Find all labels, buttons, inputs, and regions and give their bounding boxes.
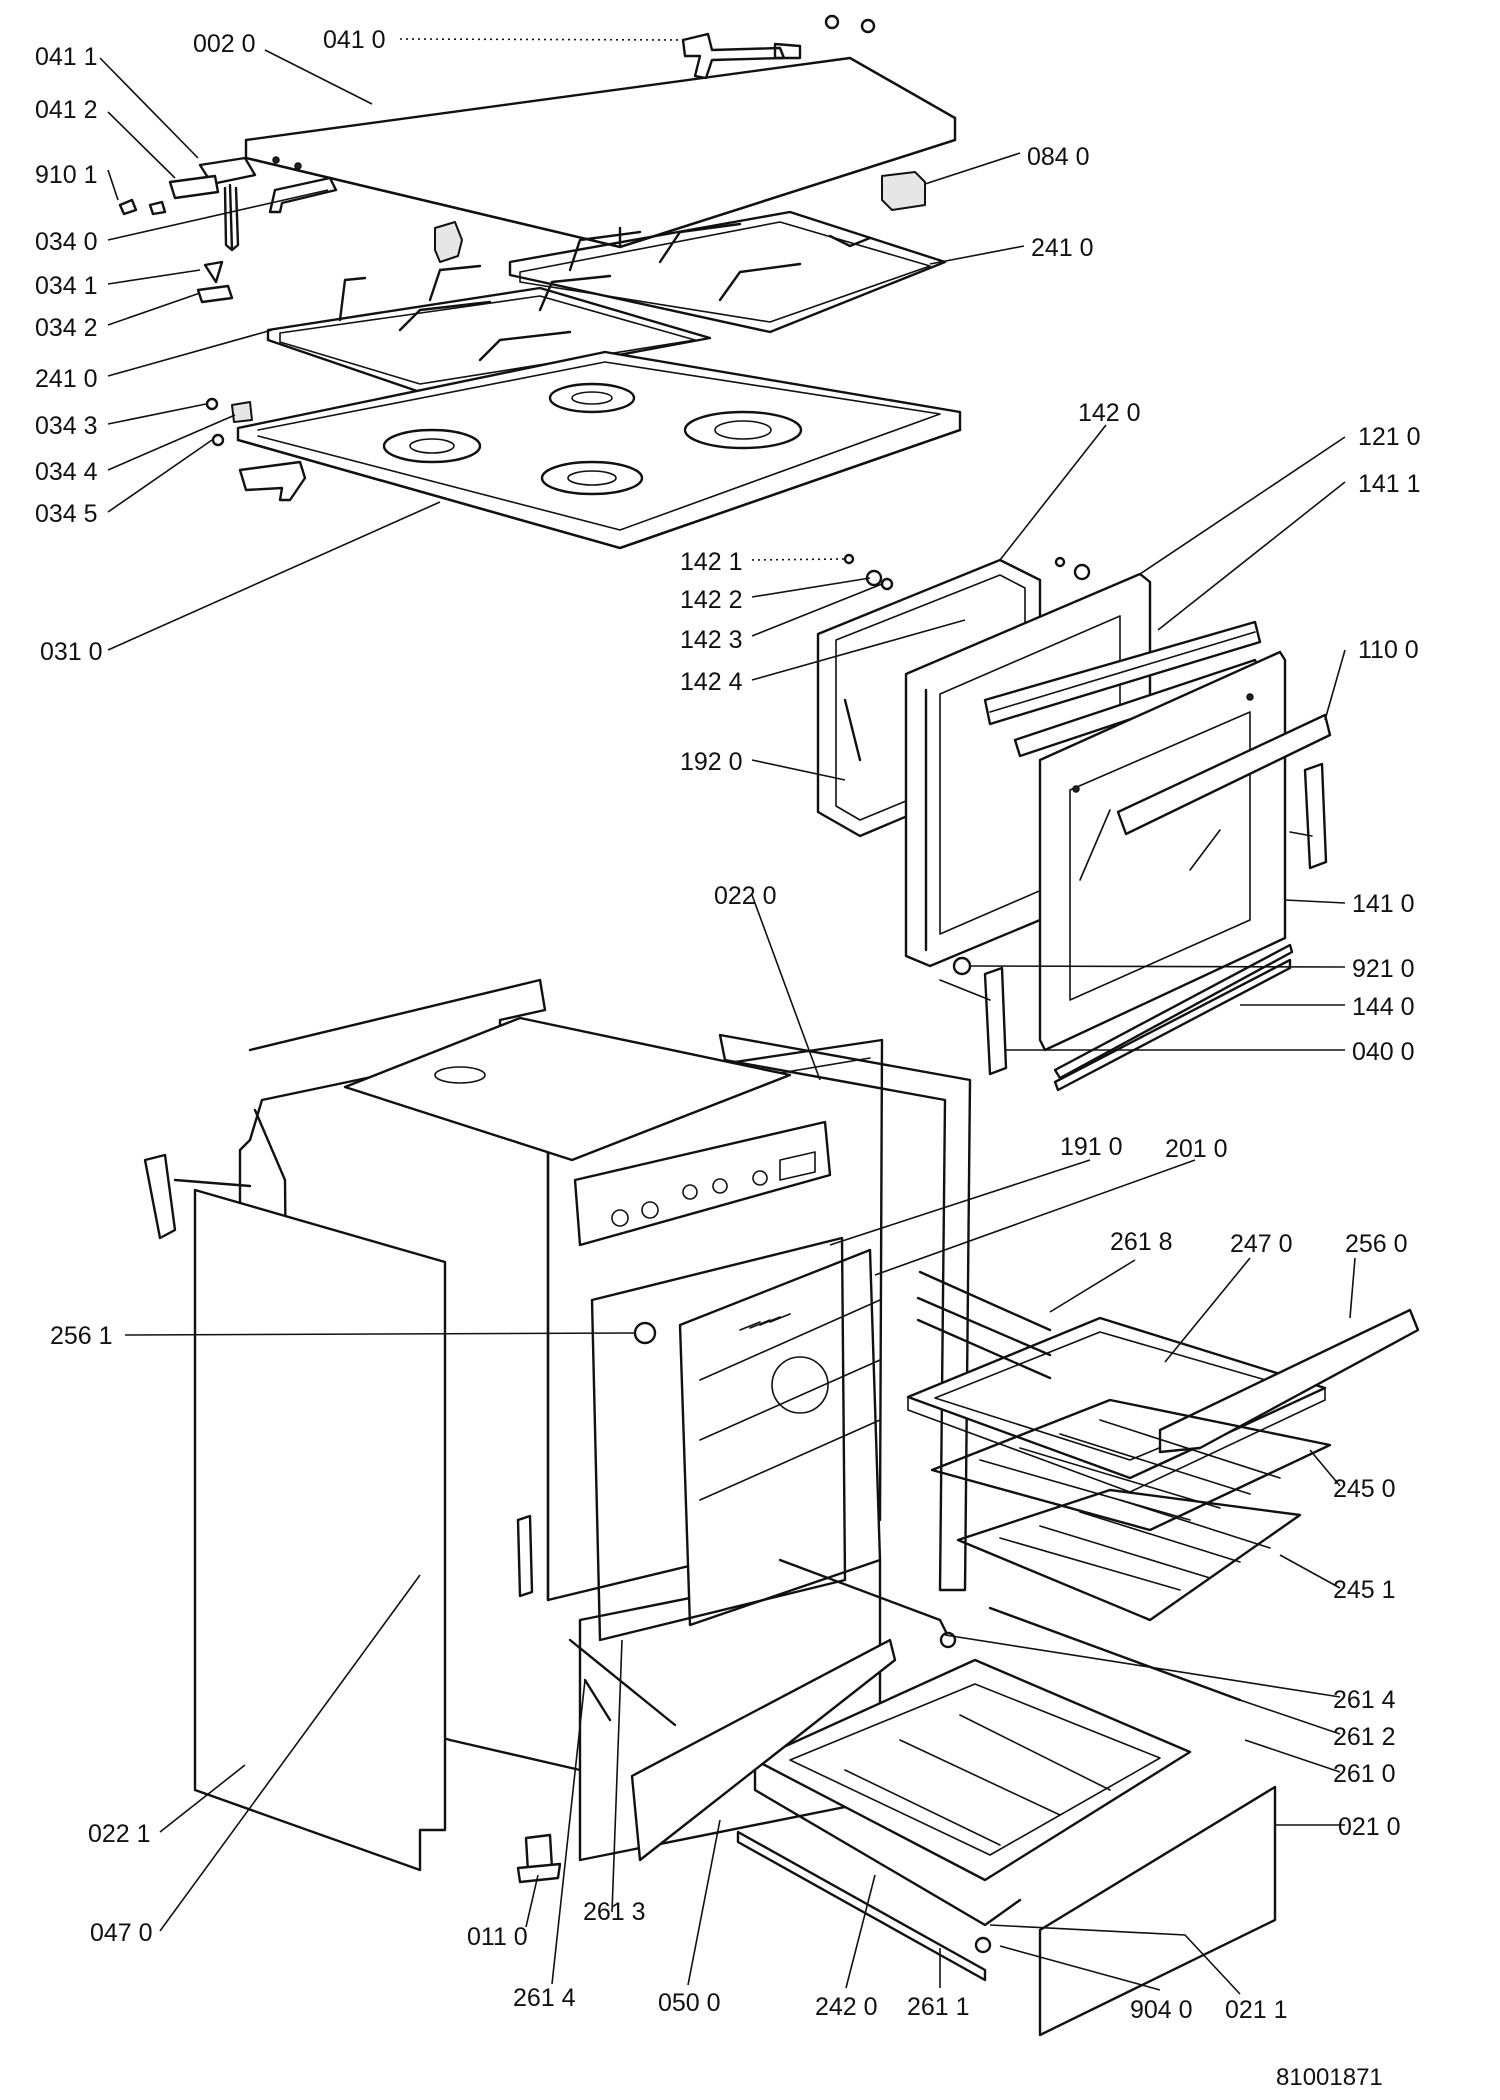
callout-031-0: 031 0 <box>40 638 103 666</box>
callout-021-0: 021 0 <box>1338 1813 1401 1841</box>
washer-142-2b-part <box>880 577 894 591</box>
side-runner-261-8-part <box>916 1270 1052 1380</box>
washer-921-0-part <box>952 956 972 976</box>
screw-904-0-part <box>974 1936 992 1954</box>
callout-034-0: 034 0 <box>35 228 98 256</box>
runner-261-2-part <box>988 1606 1242 1702</box>
oven-cavity-liner-part <box>678 1248 882 1627</box>
screw-right-door-part <box>1054 556 1066 568</box>
callout-041-0-top: 041 0 <box>323 26 386 54</box>
callout-040-0: 040 0 <box>1352 1038 1415 1066</box>
top-lid-part <box>244 56 957 249</box>
oven-rack-245-0-part <box>930 1398 1332 1532</box>
callout-247-0: 247 0 <box>1230 1230 1293 1258</box>
clip-084-part <box>881 171 926 211</box>
cavity-door-seal-part <box>590 1236 847 1642</box>
clip-034-2-part <box>196 284 234 304</box>
callout-261-1: 261 1 <box>907 1993 970 2021</box>
screw-142-1-part <box>843 553 855 565</box>
callout-241-0-right: 241 0 <box>1031 234 1094 262</box>
back-panel-frame-part <box>718 1033 972 1592</box>
adjustable-foot-part <box>516 1833 562 1884</box>
callout-245-0: 245 0 <box>1333 1475 1396 1503</box>
left-hinge-bracket-part <box>143 1153 252 1240</box>
callout-050-0: 050 0 <box>658 1989 721 2017</box>
callout-241-0-left: 241 0 <box>35 365 98 393</box>
callout-047-0: 047 0 <box>90 1919 153 1947</box>
callout-245-1: 245 1 <box>1333 1576 1396 1604</box>
callout-041-1: 041 1 <box>35 43 98 71</box>
callout-242-0: 242 0 <box>815 1993 878 2021</box>
foot-034-4-part <box>231 401 253 423</box>
control-panel-part <box>573 1120 832 1247</box>
top-panel-hole <box>434 1066 486 1084</box>
left-lid-hinge-part <box>118 156 257 252</box>
washer-right-door-part <box>1073 563 1091 581</box>
callout-191-0: 191 0 <box>1060 1133 1123 1161</box>
callout-022-1: 022 1 <box>88 1820 151 1848</box>
callout-034-1: 034 1 <box>35 272 98 300</box>
callout-261-4-right: 261 4 <box>1333 1686 1396 1714</box>
callout-011-0: 011 0 <box>467 1923 528 1951</box>
screw-034-3-part <box>205 397 219 411</box>
callout-labels: 041 1 002 0 041 0 041 2 910 1 084 0 034 … <box>35 26 1421 2091</box>
callout-261-8: 261 8 <box>1110 1228 1173 1256</box>
oven-rack-245-1-part <box>956 1488 1302 1622</box>
callout-144-0: 144 0 <box>1352 993 1415 1021</box>
door-hinge-right-part <box>1289 762 1328 870</box>
hob-tray-part <box>236 350 962 550</box>
drawer-side-rail-part <box>630 1638 897 1862</box>
callout-192-0: 192 0 <box>680 748 743 776</box>
callout-904-0: 904 0 <box>1130 1996 1193 2024</box>
drawer-guide-261-3-part <box>568 1638 677 1727</box>
callout-142-3: 142 3 <box>680 626 743 654</box>
callout-034-4: 034 4 <box>35 458 98 486</box>
callout-261-2: 261 2 <box>1333 1723 1396 1751</box>
callout-141-0: 141 0 <box>1352 890 1415 918</box>
callout-921-0: 921 0 <box>1352 955 1415 983</box>
door-hinge-left-part <box>939 966 1008 1076</box>
lid-hinge-part <box>681 14 876 80</box>
callout-022-0: 022 0 <box>714 882 777 910</box>
callout-142-4: 142 4 <box>680 668 743 696</box>
callout-034-2: 034 2 <box>35 314 98 342</box>
drawer-runner-261-1-part <box>736 1830 987 1982</box>
callout-201-0: 201 0 <box>1165 1135 1228 1163</box>
oven-door-outer-part <box>1038 650 1332 1052</box>
callout-256-0: 256 0 <box>1345 1230 1408 1258</box>
callout-084-0: 084 0 <box>1027 143 1090 171</box>
drawing-number: 81001871 <box>1276 2064 1383 2091</box>
knob-support-part <box>434 221 463 263</box>
leader-lines <box>99 38 1356 1995</box>
callout-142-2: 142 2 <box>680 586 743 614</box>
thermostat-047-0-part <box>516 1514 534 1598</box>
storage-drawer-part <box>753 1658 1192 1927</box>
callout-261-3: 261 3 <box>583 1898 646 1926</box>
screw-034-1-part <box>203 260 224 284</box>
callout-261-4-bottom: 261 4 <box>513 1984 576 2012</box>
callout-141-1: 141 1 <box>1358 470 1421 498</box>
callout-121-0: 121 0 <box>1358 423 1421 451</box>
callout-002-0: 002 0 <box>193 30 256 58</box>
pan-support-right-part <box>508 210 947 334</box>
callout-034-5: 034 5 <box>35 500 98 528</box>
tray-handle-part <box>1158 1308 1420 1454</box>
callout-110-0: 110 0 <box>1358 636 1419 664</box>
left-side-panel-part <box>193 1188 447 1872</box>
callout-142-0: 142 0 <box>1078 399 1141 427</box>
callout-041-2: 041 2 <box>35 96 98 124</box>
cabinet-top-panel-part <box>343 1016 792 1162</box>
door-seal-144-0-part <box>1053 943 1294 1080</box>
door-strip-bottom-part <box>1053 958 1292 1092</box>
callout-910-1: 910 1 <box>35 161 98 189</box>
callout-256-1: 256 1 <box>50 1322 113 1350</box>
callout-021-1: 021 1 <box>1225 1996 1288 2024</box>
screw-034-5-part <box>211 433 225 447</box>
callout-261-0: 261 0 <box>1333 1760 1396 1788</box>
lamp-256-1-part <box>633 1321 657 1345</box>
callout-142-1: 142 1 <box>680 548 743 576</box>
callout-034-3: 034 3 <box>35 412 98 440</box>
